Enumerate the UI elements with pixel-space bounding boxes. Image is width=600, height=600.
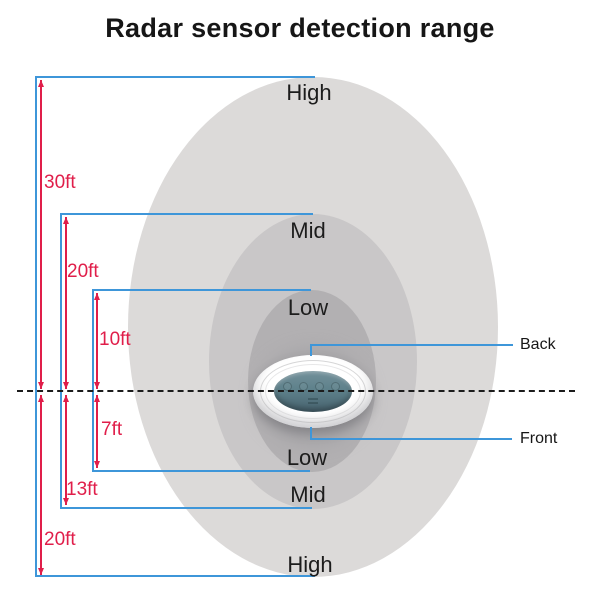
arrow-20ft-bottom bbox=[38, 395, 44, 575]
sensor-vent-mark bbox=[308, 402, 318, 404]
bracket-rail-20ft-13ft bbox=[60, 213, 62, 509]
zone-label-mid-top: Mid bbox=[290, 218, 326, 243]
bracket-rail-30ft-20ft bbox=[35, 76, 37, 577]
range-line-mid-bottom bbox=[60, 507, 312, 509]
front-callout-line bbox=[310, 438, 512, 440]
zone-label-high-top: High bbox=[286, 80, 332, 105]
range-line-low-bottom bbox=[92, 470, 310, 472]
range-line-high-bottom bbox=[35, 575, 315, 577]
range-line-mid-top bbox=[60, 213, 313, 215]
back-callout-stub bbox=[310, 344, 312, 356]
front-label: Front bbox=[520, 430, 558, 447]
zone-label-low-bottom: Low bbox=[286, 445, 328, 470]
arrow-7ft-bottom bbox=[94, 395, 100, 468]
back-callout-line bbox=[310, 344, 513, 346]
page-title: Radar sensor detection range bbox=[105, 13, 495, 43]
arrow-10ft-top bbox=[94, 293, 100, 389]
measurement-label-20ft-top: 20ft bbox=[67, 261, 99, 282]
arrow-20ft-top bbox=[63, 217, 69, 389]
front-callout-stub bbox=[310, 427, 312, 440]
range-line-low-top bbox=[92, 289, 311, 291]
measurement-label-13ft: 13ft bbox=[66, 479, 98, 500]
arrow-30ft-top bbox=[38, 80, 44, 389]
arrow-13ft-bottom bbox=[63, 395, 69, 505]
back-label: Back bbox=[520, 336, 556, 353]
bracket-rail-10ft-7ft bbox=[92, 289, 94, 472]
zone-label-mid-bottom: Mid bbox=[290, 482, 326, 507]
sensor-vent-mark bbox=[308, 398, 318, 400]
zone-label-low-top: Low bbox=[287, 295, 329, 320]
measurement-label-7ft: 7ft bbox=[101, 419, 123, 440]
zone-label-high-bottom: High bbox=[287, 552, 333, 577]
measurement-label-20ft-bottom: 20ft bbox=[44, 529, 76, 550]
measurement-label-30ft: 30ft bbox=[44, 172, 76, 193]
measurement-label-10ft: 10ft bbox=[99, 329, 131, 350]
range-line-high-top bbox=[35, 76, 315, 78]
sensor-level-baseline bbox=[17, 390, 575, 392]
